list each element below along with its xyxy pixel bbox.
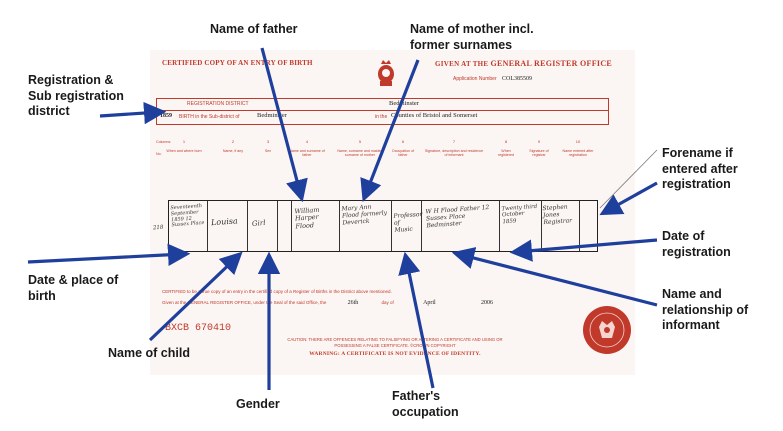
label-date-of-registration: Date of registration <box>662 229 731 260</box>
column-heading: Name, surname and maiden surname of moth… <box>337 148 383 158</box>
column-heading: Name, if any <box>222 148 244 153</box>
no-label: No. <box>156 152 162 156</box>
arrow-registration-district <box>99 101 167 125</box>
label-line: Name and <box>662 287 722 301</box>
office-title-prefix: GIVEN AT THE <box>435 60 489 68</box>
label-line: district <box>28 104 70 119</box>
label-gender: Gender <box>236 397 280 411</box>
column-number: 3 <box>266 139 270 144</box>
label-line: birth <box>28 288 56 303</box>
column-number: 2 <box>231 139 235 144</box>
column-heading: Occupation of father <box>391 148 415 158</box>
label-line: Sub registration <box>28 88 124 103</box>
label-informant: Name and relationship of informant <box>662 287 748 334</box>
label-name-of-father: Name of father <box>210 22 298 36</box>
label-line: occupation <box>392 404 459 419</box>
column-heading: Name entered after registration <box>562 148 594 158</box>
subdistrict-value: Bedminster <box>257 112 287 119</box>
column-number: 8 <box>504 139 508 144</box>
label-line: Registration & <box>28 73 114 87</box>
registration-district-box: REGISTRATION DISTRICT Bedminster 1859 BI… <box>156 98 609 125</box>
column-number: 9 <box>537 139 541 144</box>
label-fathers-occupation: Father's occupation <box>392 389 459 420</box>
label-line: Name of mother incl. <box>410 22 534 36</box>
column-heading: Signature of registrar <box>529 148 549 158</box>
arrow-forename <box>599 181 658 216</box>
caution-text: CAUTION: THERE ARE OFFENCES RELATING TO … <box>287 337 503 348</box>
birth-certificate: CERTIFIED COPY OF AN ENTRY OF BIRTH GIVE… <box>150 50 635 375</box>
column-number: 7 <box>452 139 456 144</box>
label-line: relationship of <box>662 302 749 317</box>
label-line: Date of <box>662 229 705 243</box>
general-register-office-seal-icon <box>583 306 631 354</box>
label-line: registration <box>662 177 731 192</box>
subdistrict-label: BIRTH in the Sub-district of <box>179 114 240 120</box>
application-number: Application Number COL385509 <box>453 76 532 82</box>
column-number: 1 <box>182 139 186 144</box>
county-label: in the <box>375 114 388 120</box>
day-of-label: day of <box>381 300 394 305</box>
warning-text: WARNING: A CERTIFICATE IS NOT EVIDENCE O… <box>309 351 481 357</box>
label-line: former surnames <box>410 37 513 52</box>
arrow-date-of-registration <box>509 238 658 262</box>
birth-entry-row: 218 Seventeenth September 1859 12 Sussex… <box>153 200 598 252</box>
arrow-occupation <box>398 251 435 389</box>
registration-district-label: REGISTRATION DISTRICT <box>187 101 249 107</box>
given-year: 2006 <box>481 300 493 306</box>
label-line: Forename if <box>662 146 733 160</box>
label-date-place-of-birth: Date & place of birth <box>28 273 118 304</box>
column-heading: When registered <box>498 148 514 158</box>
office-title: GIVEN AT THE GENERAL REGISTER OFFICE <box>435 59 612 68</box>
certified-line: CERTIFIED to be a true copy of an entry … <box>162 289 392 294</box>
label-forename-after-registration: Forename if entered after registration <box>662 146 738 193</box>
column-heading: Signature, description and residence of … <box>424 148 484 158</box>
column-heading: Sex <box>264 148 272 153</box>
given-line: Given at the GENERAL REGISTER OFFICE, un… <box>162 300 493 306</box>
label-name-of-child: Name of child <box>108 346 190 360</box>
column-number: 6 <box>401 139 405 144</box>
label-line: Date & place of <box>28 273 119 287</box>
column-heading: Name and surname of father <box>289 148 325 158</box>
office-title-name: GENERAL REGISTER OFFICE <box>490 59 613 68</box>
column-number: 5 <box>358 139 362 144</box>
label-name-of-mother: Name of mother incl. former surnames <box>410 22 534 53</box>
label-line: Father's <box>392 389 441 403</box>
column-number: 10 <box>575 139 581 144</box>
application-label: Application Number <box>453 76 497 82</box>
arrow-name-of-child <box>148 251 243 342</box>
certificate-serial: BXCB 670410 <box>165 323 232 334</box>
arrow-informant <box>451 247 658 307</box>
column-heading: When and where born <box>166 148 202 153</box>
label-line: registration <box>662 244 731 259</box>
arrow-date-place-birth <box>27 243 191 267</box>
registration-district-value: Bedminster <box>389 100 419 107</box>
arrow-name-of-father <box>260 47 308 203</box>
given-month: April <box>423 300 436 306</box>
label-line: entered after <box>662 161 738 176</box>
royal-crest-icon <box>378 60 394 86</box>
application-value: COL385509 <box>502 76 533 82</box>
given-day: 26th <box>347 300 359 306</box>
forename-leader-line <box>599 149 658 209</box>
column-number: 4 <box>305 139 309 144</box>
county-value: Counties of Bristol and Somerset <box>391 112 478 119</box>
certificate-title: CERTIFIED COPY OF AN ENTRY OF BIRTH <box>162 59 313 67</box>
columns-label: Columns: <box>156 140 172 144</box>
arrow-mother <box>360 59 420 202</box>
label-line: informant <box>662 318 720 333</box>
label-registration-district: Registration & Sub registration district <box>28 73 124 120</box>
given-line-prefix: Given at the GENERAL REGISTER OFFICE, un… <box>162 300 327 305</box>
